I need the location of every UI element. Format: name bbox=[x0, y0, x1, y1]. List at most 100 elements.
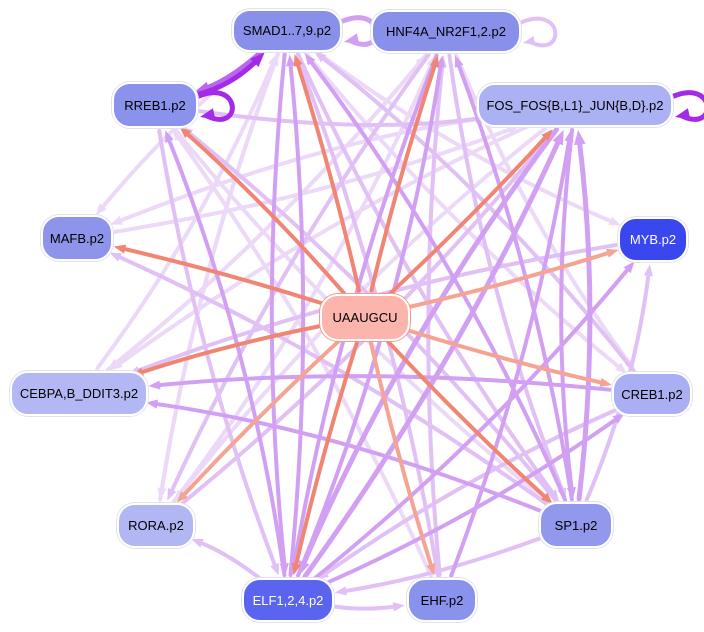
graph-edge-arrowhead bbox=[157, 487, 167, 500]
graph-edge-arrowhead bbox=[113, 244, 127, 254]
node-label: MAFB.p2 bbox=[49, 230, 105, 246]
graph-edge-arrowhead bbox=[109, 252, 122, 262]
graph-edge-arrowhead bbox=[675, 108, 691, 120]
graph-edge-arrowhead bbox=[304, 53, 316, 66]
graph-edge-arrowhead bbox=[95, 203, 107, 216]
graph-edge bbox=[115, 124, 529, 368]
graph-edge bbox=[196, 539, 263, 582]
graph-edge-arrowhead bbox=[316, 569, 329, 580]
graph-edge-arrowhead bbox=[344, 33, 360, 45]
graph-edge bbox=[340, 535, 544, 594]
graph-edge bbox=[404, 328, 607, 386]
graph-node-sp1-p2[interactable]: SP1.p2 bbox=[539, 502, 613, 548]
graph-edge-arrowhead bbox=[430, 55, 439, 68]
graph-edge bbox=[369, 60, 438, 293]
graph-edge-arrowhead bbox=[165, 130, 174, 143]
graph-node-mafb-p2[interactable]: MAFB.p2 bbox=[41, 215, 113, 261]
graph-edge bbox=[166, 135, 287, 578]
node-label: RREB1.p2 bbox=[124, 97, 186, 113]
graph-edge bbox=[559, 127, 575, 494]
graph-edge bbox=[119, 246, 326, 306]
graph-edge bbox=[302, 136, 563, 580]
graph-edge bbox=[407, 250, 613, 309]
node-label: FOS_FOS{B,L1}_JUN{B,D}.p2 bbox=[486, 97, 664, 113]
graph-edge bbox=[154, 374, 612, 392]
graph-edge-arrowhead bbox=[107, 358, 120, 370]
graph-edge-arrowhead bbox=[291, 562, 301, 576]
graph-edge-arrowhead bbox=[541, 492, 553, 504]
graph-edge bbox=[295, 59, 361, 293]
graph-edge-arrowhead bbox=[145, 399, 159, 409]
node-label: UAAUGCU bbox=[332, 309, 398, 325]
graph-edge-arrowhead bbox=[314, 51, 327, 63]
node-label: CREB1.p2 bbox=[621, 386, 683, 402]
graph-edge bbox=[387, 133, 550, 297]
graph-node-ehf-p2[interactable]: EHF.p2 bbox=[407, 578, 477, 622]
graph-edge-arrowhead bbox=[623, 261, 635, 274]
graph-node-cebpa-b-ddit3-p2[interactable]: CEBPA,B_DDIT3.p2 bbox=[10, 370, 148, 416]
graph-edge bbox=[180, 337, 343, 499]
graph-node-rora-p2[interactable]: RORA.p2 bbox=[117, 502, 195, 548]
graph-edge-arrowhead bbox=[172, 129, 183, 142]
graph-edge bbox=[175, 133, 434, 579]
graph-edge-arrowhead bbox=[606, 248, 619, 258]
node-label: MYB.p2 bbox=[629, 231, 677, 247]
graph-node-creb1-p2[interactable]: CREB1.p2 bbox=[612, 372, 692, 416]
graph-edge bbox=[520, 16, 558, 48]
graph-edge-arrowhead bbox=[541, 129, 553, 142]
graph-edge bbox=[385, 338, 549, 501]
graph-edge-arrowhead bbox=[334, 586, 348, 596]
graph-edge bbox=[447, 53, 566, 495]
graph-node-myb-p2[interactable]: MYB.p2 bbox=[618, 216, 688, 262]
graph-edge-arrowhead bbox=[176, 491, 188, 503]
graph-edge-arrowhead bbox=[250, 52, 265, 67]
node-label: EHF.p2 bbox=[420, 592, 464, 608]
graph-edge-arrowhead bbox=[191, 538, 204, 548]
graph-edge bbox=[671, 90, 704, 122]
graph-edge-arrowhead bbox=[566, 487, 576, 500]
graph-node-rreb1-p2[interactable]: RREB1.p2 bbox=[112, 82, 198, 128]
graph-edge-arrowhead bbox=[552, 129, 564, 146]
graph-edge-arrowhead bbox=[454, 55, 464, 68]
graph-edge bbox=[151, 401, 544, 514]
graph-edge-arrowhead bbox=[426, 563, 436, 576]
graph-edge-arrowhead bbox=[148, 380, 161, 390]
graph-edge bbox=[576, 137, 593, 502]
graph-node-hnf4a-nr2f1-2-p2[interactable]: HNF4A_NR2F1,2.p2 bbox=[371, 9, 521, 53]
graph-edge-arrowhead bbox=[167, 487, 177, 501]
graph-edge bbox=[288, 60, 306, 578]
node-label: SMAD1..7,9.p2 bbox=[242, 22, 332, 38]
graph-edge-arrowhead bbox=[615, 362, 628, 374]
graph-edge-arrowhead bbox=[298, 559, 310, 576]
graph-edge bbox=[295, 52, 557, 498]
graph-edge-arrowhead bbox=[286, 54, 296, 67]
graph-edge bbox=[137, 324, 322, 376]
graph-edge bbox=[333, 604, 399, 611]
graph-edge bbox=[307, 57, 568, 502]
node-label: HNF4A_NR2F1,2.p2 bbox=[386, 23, 506, 39]
graph-edge-arrowhead bbox=[200, 108, 216, 120]
graph-edge bbox=[197, 109, 482, 127]
node-label: ELF1,2,4.p2 bbox=[252, 592, 324, 608]
graph-edge-arrowhead bbox=[599, 377, 612, 387]
graph-edge-arrowhead bbox=[110, 216, 123, 225]
graph-edge-arrowhead bbox=[574, 129, 586, 146]
graph-edge bbox=[321, 407, 620, 578]
graph-edge bbox=[323, 415, 621, 586]
graph-edge-arrowhead bbox=[392, 602, 405, 612]
graph-edge-arrowhead bbox=[270, 562, 279, 576]
graph-edge bbox=[168, 52, 431, 496]
graph-edge bbox=[293, 341, 359, 570]
graph-node-smad1-7-9-p2[interactable]: SMAD1..7,9.p2 bbox=[232, 8, 342, 52]
graph-node-elf1-2-4-p2[interactable]: ELF1,2,4.p2 bbox=[242, 578, 334, 622]
graph-node-fos-fos-b-l1-jun-b-d-p2[interactable]: FOS_FOS{B,L1}_JUN{B,D}.p2 bbox=[477, 83, 673, 127]
graph-edge bbox=[454, 53, 633, 367]
graph-edge-arrowhead bbox=[548, 489, 559, 502]
graph-edge bbox=[313, 49, 616, 225]
node-label: CEBPA,B_DDIT3.p2 bbox=[19, 385, 139, 401]
graph-edge-arrowhead bbox=[608, 216, 621, 226]
graph-node-uaaugcu[interactable]: UAAUGCU bbox=[320, 293, 410, 341]
graph-edge bbox=[449, 135, 572, 578]
